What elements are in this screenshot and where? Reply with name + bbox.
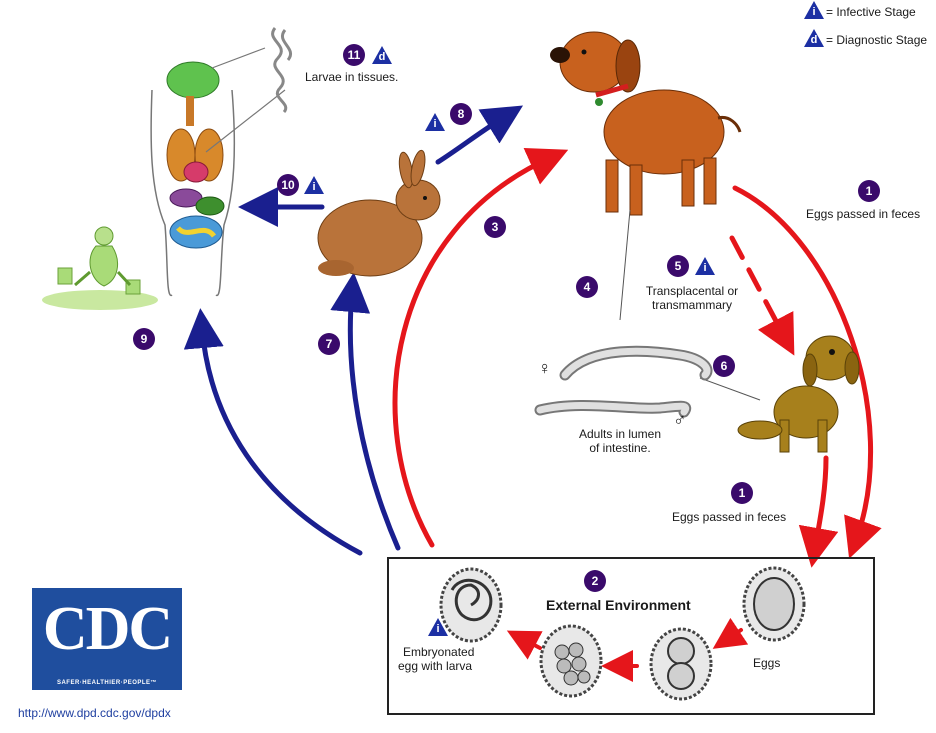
- child-illustration: [42, 226, 158, 310]
- embryonated-infective-symbol: i: [436, 623, 440, 635]
- egg-unembryonated: [742, 566, 806, 642]
- arrow-rabbit-to-dog: [435, 105, 524, 165]
- arrow-environment-to-child: [183, 308, 363, 556]
- cdc-logo: CDC SAFER·HEALTHIER·PEOPLE™: [32, 588, 182, 690]
- dog-illustration: [550, 31, 742, 321]
- cdc-logo-text: CDC: [42, 595, 173, 663]
- embryonated-label-line-1: Embryonated: [403, 645, 475, 659]
- step-10-infective-icon: i: [304, 176, 324, 194]
- rabbit-illustration: [317, 149, 441, 277]
- step-5-infective-icon: i: [695, 257, 715, 275]
- step-10-infective-symbol: i: [312, 181, 316, 193]
- step-5-badge: 5: [667, 255, 689, 277]
- step-8-infective-symbol: i: [433, 118, 437, 130]
- cdc-tagline: SAFER·HEALTHIER·PEOPLE™: [56, 680, 158, 686]
- step-5-infective-symbol: i: [703, 262, 707, 274]
- step-6-badge: 6: [713, 355, 735, 377]
- egg-two-cell: [649, 627, 713, 701]
- egg-morula: [539, 624, 603, 698]
- arrow-puppy-to-environment: [798, 455, 839, 568]
- step-2-label: External Environment: [546, 597, 691, 613]
- step-5-label-line-2: transmammary: [651, 298, 732, 312]
- arrow-dog-to-environment: [732, 185, 882, 559]
- embryonated-label-line-2: egg with larva: [398, 659, 473, 673]
- step-11-diagnostic-symbol: d: [378, 51, 386, 63]
- blue-arrows: [183, 105, 524, 556]
- cdc-url-link[interactable]: http://www.dpd.cdc.gov/dpdx: [18, 706, 171, 720]
- step-9-badge: 9: [133, 328, 155, 350]
- step-10-badge: 10: [277, 174, 299, 196]
- step-3-badge: 3: [484, 216, 506, 238]
- arrow-egg-4-to-5: [506, 630, 543, 660]
- legend-diagnostic-label: = Diagnostic Stage: [826, 33, 928, 47]
- adult-worms-illustration: [534, 345, 713, 418]
- arrow-egg-2-to-3: [712, 617, 749, 649]
- legend-infective-icon: i: [804, 1, 824, 19]
- legend-infective-symbol: i: [812, 6, 816, 18]
- step-11-badge: 11: [343, 44, 365, 66]
- step-11-label: Larvae in tissues.: [305, 70, 399, 84]
- legend-infective-label: = Infective Stage: [826, 5, 916, 19]
- step-7-badge: 7: [318, 333, 340, 355]
- arrow-environment-to-rabbit: [330, 272, 401, 551]
- larva-coil-illustration: [271, 27, 292, 113]
- step-2-badge: 2: [584, 570, 606, 592]
- step-1-dog-badge: 1: [858, 180, 880, 202]
- step-1-puppy-label: Eggs passed in feces: [672, 510, 787, 524]
- red-arrows: [392, 147, 882, 682]
- external-environment-box: [387, 557, 875, 715]
- step-1-dog-label: Eggs passed in feces: [806, 207, 921, 221]
- human-host-illustration: [150, 47, 286, 296]
- legend-diagnostic-icon: d: [804, 29, 824, 47]
- eggs-illustration: [439, 566, 806, 701]
- step-8-infective-icon: i: [425, 113, 445, 131]
- arrow-dog-to-puppy-transplacental: [729, 235, 795, 356]
- adults-label-line-2: of intestine.: [589, 441, 651, 455]
- puppy-illustration: [699, 335, 860, 453]
- egg-embryonated: [439, 567, 503, 643]
- embryonated-infective-icon: i: [428, 618, 448, 636]
- step-11-diagnostic-icon: d: [372, 46, 392, 64]
- legend-diagnostic-symbol: d: [810, 34, 818, 46]
- step-8-badge: 8: [450, 103, 472, 125]
- step-1-puppy-badge: 1: [731, 482, 753, 504]
- step-5-label-line-1: Transplacental or: [645, 284, 739, 298]
- female-symbol: ♀: [538, 358, 552, 378]
- male-symbol: ♂: [673, 410, 687, 430]
- step-4-badge: 4: [576, 276, 598, 298]
- arrow-environment-to-dog: [392, 147, 569, 548]
- eggs-label: Eggs: [753, 656, 781, 670]
- adults-label-line-1: Adults in lumen: [578, 427, 662, 441]
